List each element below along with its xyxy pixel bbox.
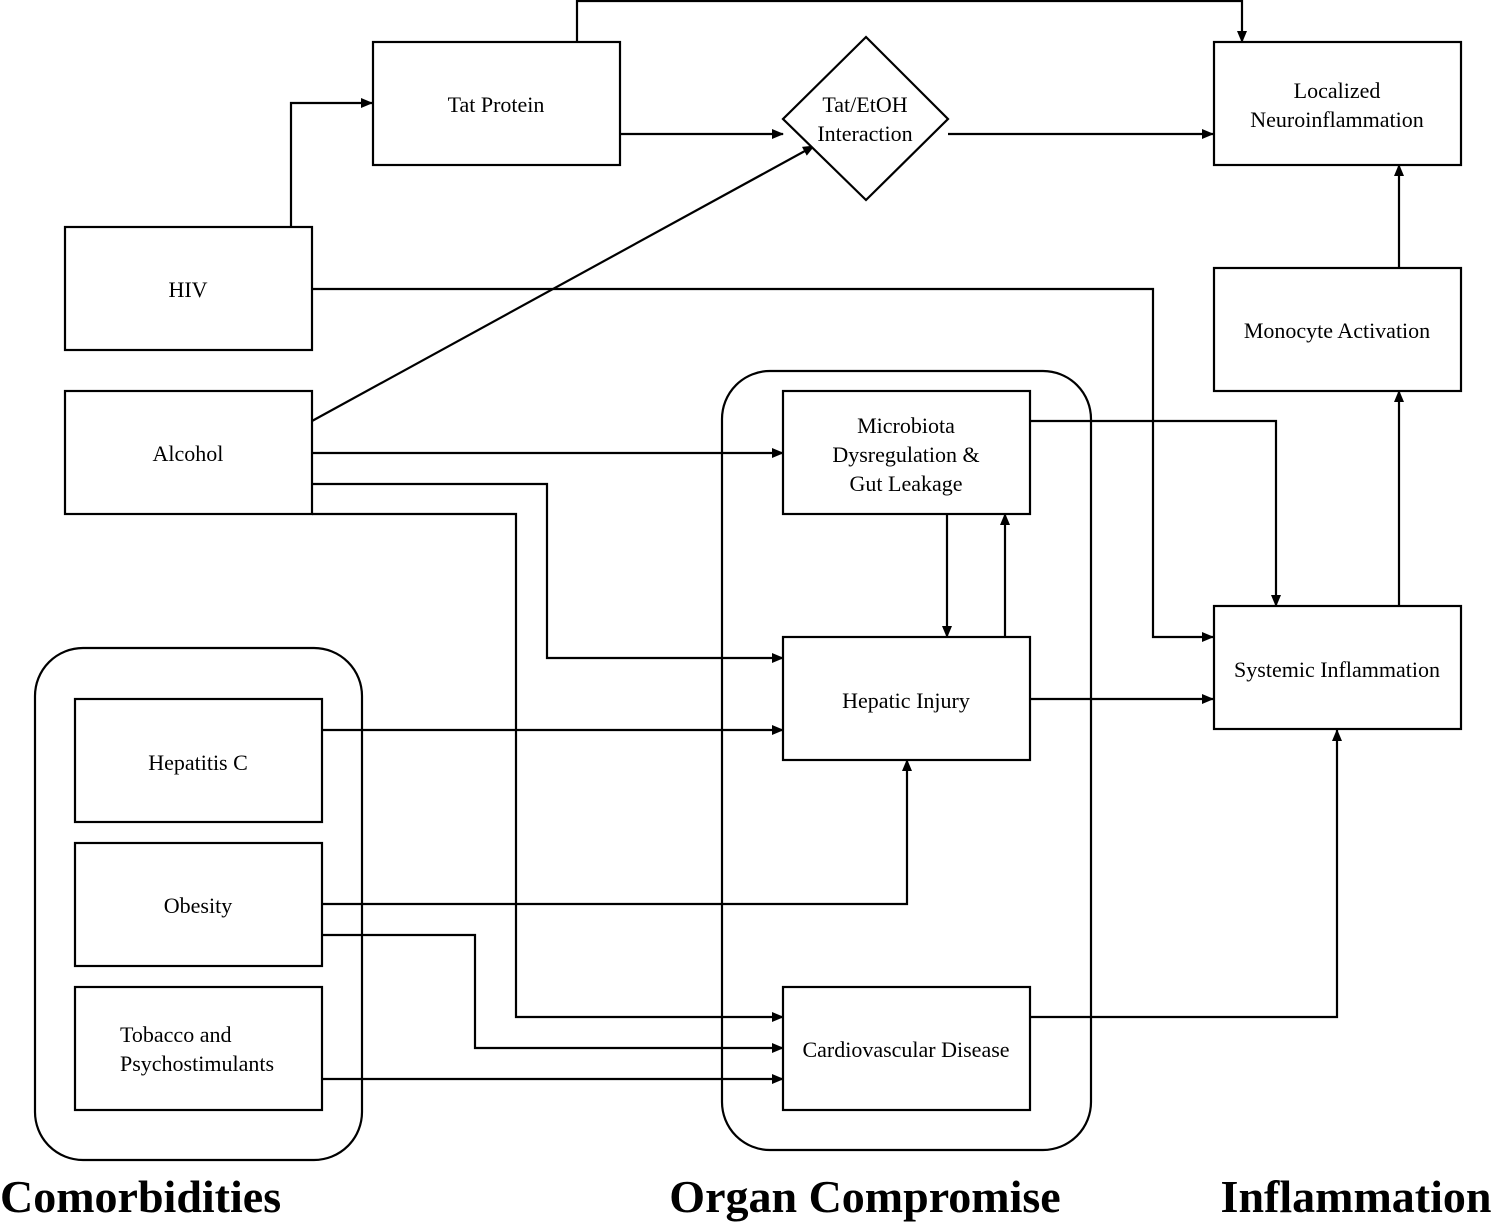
- node-systemic-inflammation-label: Systemic Inflammation: [1234, 657, 1440, 682]
- node-monocyte-label: Monocyte Activation: [1244, 318, 1430, 343]
- node-tobacco: Tobacco and Psychostimulants: [73, 985, 324, 1112]
- node-localized-neuroinflammation: Localized Neuroinflammation: [1212, 40, 1463, 167]
- node-systemic-inflammation: Systemic Inflammation: [1212, 604, 1463, 731]
- edge-hiv-to-tat-protein: [289, 98, 373, 227]
- node-tat-etoh-label-line1: Tat/EtOH: [822, 92, 907, 117]
- node-hepatitis-c: Hepatitis C: [73, 697, 324, 824]
- node-tobacco-label-line2: Psychostimulants: [120, 1051, 274, 1076]
- group-label-inflammation: Inflammation: [1221, 1171, 1492, 1222]
- edges: [289, 0, 1404, 1084]
- node-hepatitis-c-label: Hepatitis C: [148, 750, 248, 775]
- node-neuroinflammation-label-line2: Neuroinflammation: [1250, 107, 1424, 132]
- edge-microbiota-to-systemic-inflammation: [1030, 419, 1281, 607]
- node-cardiovascular-label: Cardiovascular Disease: [802, 1037, 1009, 1062]
- node-cardiovascular: Cardiovascular Disease: [781, 985, 1032, 1112]
- edge-alcohol-to-tat-etoh: [311, 145, 815, 422]
- node-tat-etoh-interaction: Tat/EtOH Interaction: [781, 35, 950, 202]
- node-obesity-label: Obesity: [164, 893, 232, 918]
- node-tobacco-label-line1: Tobacco and: [120, 1022, 231, 1047]
- node-tat-protein: Tat Protein: [371, 40, 622, 167]
- node-microbiota-label-line3: Gut Leakage: [850, 471, 963, 496]
- edge-obesity-to-cardiovascular: [322, 933, 784, 1053]
- node-hiv-label: HIV: [168, 277, 207, 302]
- edge-alcohol-to-hepatic-injury: [312, 482, 784, 663]
- node-microbiota: Microbiota Dysregulation & Gut Leakage: [781, 389, 1032, 516]
- group-label-comorbidities: Comorbidities: [0, 1171, 281, 1222]
- node-hepatic-injury: Hepatic Injury: [781, 635, 1032, 762]
- node-tat-protein-label: Tat Protein: [448, 92, 545, 117]
- node-monocyte-activation: Monocyte Activation: [1212, 266, 1463, 393]
- node-alcohol-label: Alcohol: [153, 441, 224, 466]
- node-microbiota-label-line2: Dysregulation &: [832, 442, 979, 467]
- node-obesity: Obesity: [73, 841, 324, 968]
- edge-hiv-to-systemic-inflammation: [312, 287, 1214, 642]
- node-neuroinflammation-label-line1: Localized: [1294, 78, 1381, 103]
- edge-alcohol-to-cardiovascular: [312, 512, 784, 1022]
- node-microbiota-label-line1: Microbiota: [857, 413, 955, 438]
- node-hepatic-injury-label: Hepatic Injury: [842, 688, 970, 713]
- group-label-organ-compromise: Organ Compromise: [669, 1171, 1060, 1222]
- node-hiv: HIV: [63, 225, 314, 352]
- edge-cardiovascular-to-systemic-inflammation: [1030, 729, 1342, 1019]
- organ-compromise-group: [720, 369, 1093, 1152]
- node-alcohol: Alcohol: [63, 389, 314, 516]
- edge-tat-protein-to-neuroinflammation: [575, 0, 1247, 43]
- node-tat-etoh-label-line2: Interaction: [817, 121, 912, 146]
- edge-obesity-to-hepatic-injury: [322, 759, 912, 906]
